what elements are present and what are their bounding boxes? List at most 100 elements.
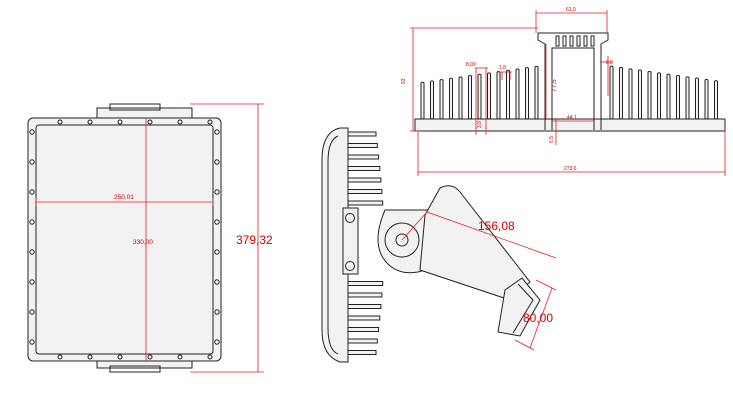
heatsink-fin <box>487 72 491 120</box>
screw-icon <box>29 129 35 135</box>
side-view: 156,08 80,00 <box>321 127 557 363</box>
screw-icon <box>177 354 183 360</box>
heatsink-fin <box>685 76 690 120</box>
profile-top-width-label: 63,0 <box>566 7 576 13</box>
heatsink-fin <box>647 71 652 120</box>
profile-wall-label: 8,8 <box>606 60 613 66</box>
side-hinge-bolt-top <box>345 213 355 223</box>
profile-channel-height-label: 77,5 <box>551 79 558 92</box>
heatsink-fin <box>347 327 380 332</box>
front-screws <box>29 119 220 360</box>
screw-icon <box>29 219 35 225</box>
screw-icon <box>29 339 35 345</box>
front-top-bracket-clip <box>109 103 161 111</box>
heatsink-fin <box>506 69 510 120</box>
heatsink-fin <box>714 80 718 120</box>
screw-icon <box>177 119 183 125</box>
front-height-label: 330,00 <box>133 239 153 246</box>
heatsink-fin <box>704 78 709 120</box>
heatsink-fin <box>347 281 384 286</box>
screw-icon <box>57 119 63 125</box>
heatsink-fin <box>666 73 671 120</box>
side-mount-plate-edge <box>512 283 534 334</box>
side-housing-edge <box>327 135 339 355</box>
channel-tooth <box>569 35 574 47</box>
screw-icon <box>29 309 35 315</box>
heatsink-fin <box>515 68 520 120</box>
side-heatsink-fins <box>347 131 384 355</box>
heatsink-channel-inner <box>551 47 595 130</box>
profile-slot-width-label: 44,1 <box>567 115 577 121</box>
heatsink-profile: 63,0 93 77,5 8,09 3,8 1,8 44,1 8,8 6,5 <box>401 7 726 176</box>
screw-icon <box>214 189 220 195</box>
front-inner-panel <box>35 124 214 355</box>
screw-icon <box>117 354 123 360</box>
heatsink-fin <box>420 81 425 120</box>
screw-icon <box>214 129 220 135</box>
channel-tooth <box>590 35 595 47</box>
heatsink-fin <box>347 166 381 171</box>
screw-icon <box>147 354 153 360</box>
heatsink-fin <box>347 177 382 183</box>
profile-fin-thickness-label: 8,09 <box>466 62 476 68</box>
heatsink-fin <box>439 79 444 120</box>
side-mount-plate <box>497 277 541 337</box>
heatsink-fin <box>695 77 699 120</box>
heatsink-fin <box>347 154 380 160</box>
screw-icon <box>87 119 93 125</box>
heatsink-fin <box>619 67 623 120</box>
heatsink-fin <box>430 80 434 120</box>
side-hinge-bolt-bottom <box>345 261 355 271</box>
screw-icon <box>214 279 220 285</box>
heatsink-fin <box>609 65 614 120</box>
screw-icon <box>29 159 35 165</box>
side-mount-width-label: 80,00 <box>523 311 553 325</box>
heatsink-fin <box>657 72 661 120</box>
screw-icon <box>214 339 220 345</box>
screw-icon <box>214 159 220 165</box>
screw-icon <box>29 249 35 255</box>
front-overall-height-label: 379,32 <box>236 233 273 247</box>
heatsink-fin <box>496 71 501 120</box>
screw-icon <box>214 219 220 225</box>
heatsink-fin <box>347 292 383 298</box>
heatsink-profile-fins <box>420 65 718 120</box>
profile-small-label: 3,8 <box>477 121 483 128</box>
heatsink-fin <box>458 76 463 120</box>
profile-base-label: 6,5 <box>549 136 555 143</box>
screw-icon <box>214 249 220 255</box>
channel-tooth <box>562 35 567 47</box>
heatsink-channel-teeth <box>555 35 595 47</box>
heatsink-fin <box>347 189 383 194</box>
heatsink-base <box>414 118 726 132</box>
screw-icon <box>117 119 123 125</box>
channel-tooth <box>583 35 588 47</box>
profile-overall-width-label: 273,6 <box>564 166 577 172</box>
screw-icon <box>87 354 93 360</box>
heatsink-fin <box>347 143 378 148</box>
heatsink-fin <box>347 131 377 137</box>
front-bottom-bracket-clip <box>109 365 161 373</box>
front-view: 250,01 330,00 379,32 <box>27 103 273 373</box>
profile-height-label: 93 <box>401 78 407 84</box>
screw-icon <box>29 189 35 195</box>
front-housing <box>27 117 222 362</box>
heatsink-fin <box>347 304 382 309</box>
heatsink-fin <box>638 69 642 120</box>
screw-icon <box>214 309 220 315</box>
heatsink-fin <box>676 74 680 120</box>
heatsink-fin <box>468 75 472 120</box>
screw-icon <box>207 354 213 360</box>
heatsink-fin <box>347 350 377 355</box>
heatsink-fin <box>347 200 384 206</box>
side-pivot-ring <box>384 222 420 258</box>
screw-icon <box>57 354 63 360</box>
heatsink-fin <box>628 68 633 120</box>
heatsink-channel <box>537 32 609 130</box>
heatsink-fin <box>449 77 453 120</box>
screw-icon <box>207 119 213 125</box>
screw-icon <box>147 119 153 125</box>
heatsink-fin <box>347 338 378 344</box>
heatsink-fin <box>477 73 482 120</box>
